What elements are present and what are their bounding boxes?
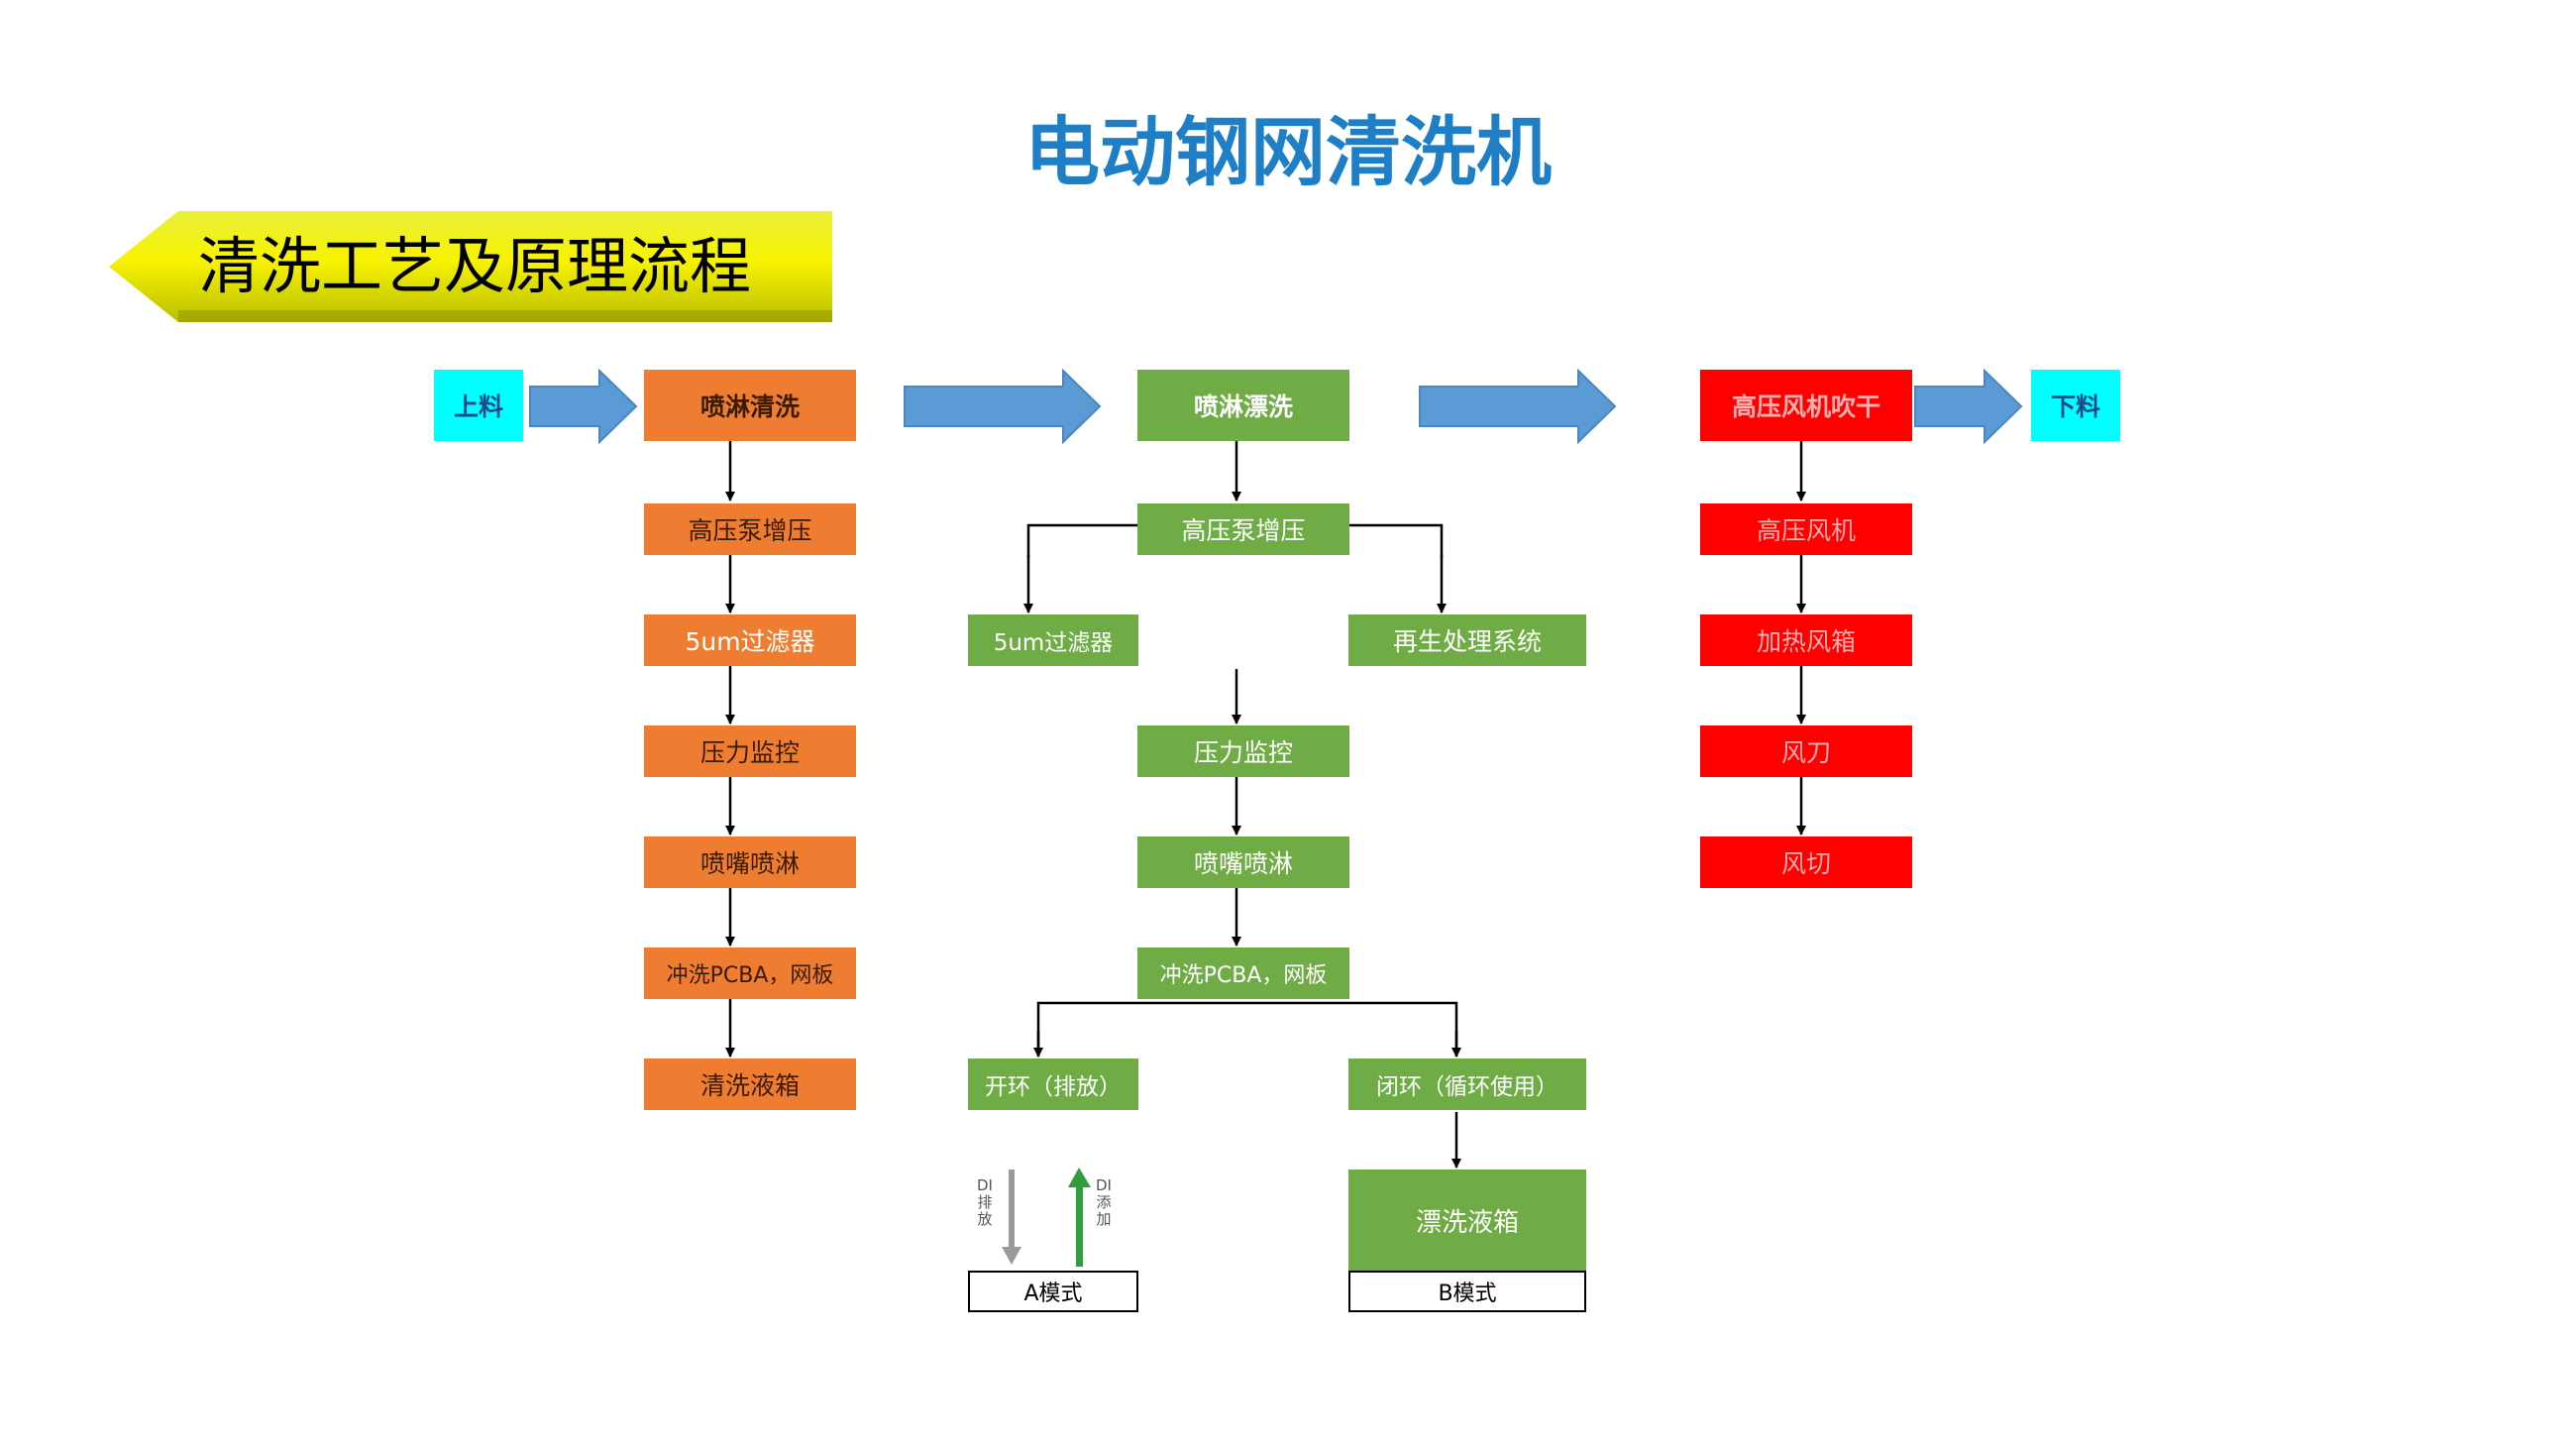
rinse-open-loop: 开环（排放）	[968, 1059, 1138, 1110]
big-arrow-rinse-to-dry	[1419, 368, 1617, 445]
mode-b-box: B模式	[1348, 1271, 1586, 1312]
page-title: 电动钢网清洗机	[1024, 108, 1552, 196]
clean-step-nozzle: 喷嘴喷淋	[644, 836, 856, 888]
big-arrow-unload	[1914, 368, 2023, 445]
rinse-step-pump: 高压泵增压	[1137, 503, 1349, 555]
clean-step-tank: 清洗液箱	[644, 1059, 856, 1110]
banner-shape	[109, 211, 832, 322]
mode-a-box: A模式	[968, 1271, 1138, 1312]
unload-node: 下料	[2031, 370, 2120, 441]
clean-step-flush: 冲洗PCBA，网板	[644, 947, 856, 999]
rinse-tank-node: 漂洗液箱	[1348, 1170, 1586, 1271]
dry-step-air-knife: 风刀	[1700, 725, 1912, 777]
rinse-step-flush: 冲洗PCBA，网板	[1137, 947, 1349, 999]
big-arrow-clean-to-rinse	[904, 368, 1102, 445]
section-banner: 清洗工艺及原理流程	[109, 211, 832, 322]
clean-step-pressure: 压力监控	[644, 725, 856, 777]
clean-step-filter: 5um过滤器	[644, 614, 856, 666]
dry-step-blower: 高压风机	[1700, 503, 1912, 555]
rinse-step-nozzle: 喷嘴喷淋	[1137, 836, 1349, 888]
dry-node: 高压风机吹干	[1700, 370, 1912, 441]
spray-clean-node: 喷淋清洗	[644, 370, 856, 441]
di-add-arrow	[1068, 1168, 1091, 1267]
section-banner-label: 清洗工艺及原理流程	[198, 230, 752, 302]
dry-step-heater: 加热风箱	[1700, 614, 1912, 666]
spray-rinse-node: 喷淋漂洗	[1137, 370, 1349, 441]
rinse-step-filter: 5um过滤器	[968, 614, 1138, 666]
big-arrow-load	[529, 368, 638, 445]
rinse-step-regen: 再生处理系统	[1348, 614, 1586, 666]
load-node: 上料	[434, 370, 523, 441]
rinse-closed-loop: 闭环（循环使用）	[1348, 1059, 1586, 1110]
rinse-step-pressure: 压力监控	[1137, 725, 1349, 777]
dry-step-air-cut: 风切	[1700, 836, 1912, 888]
di-drain-arrow	[1002, 1170, 1021, 1265]
di-drain-label: DI排放	[977, 1176, 993, 1228]
clean-step-pump: 高压泵增压	[644, 503, 856, 555]
di-add-label: DI添加	[1096, 1176, 1112, 1228]
